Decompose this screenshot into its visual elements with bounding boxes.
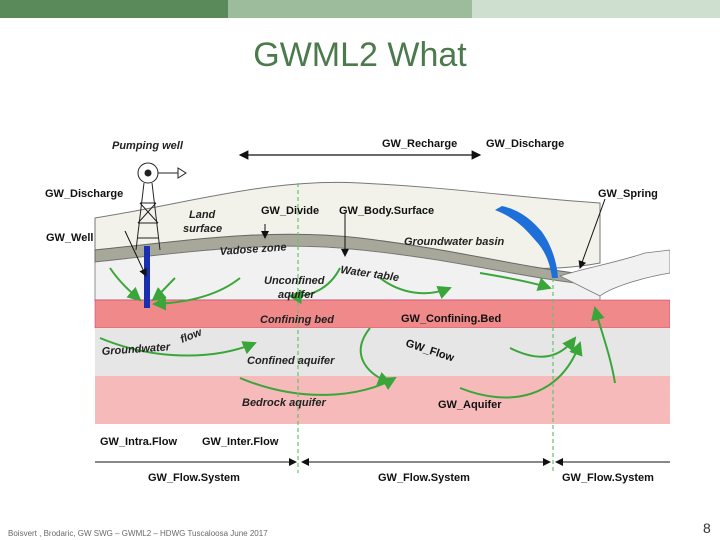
label-flow-system-1: GW_Flow.System <box>148 472 240 484</box>
pointer-lines <box>124 198 606 277</box>
label-gw-recharge: GW_Recharge <box>382 138 457 150</box>
confining-bed-layer <box>94 299 670 329</box>
label-groundwater-basin: Groundwater basin <box>404 236 505 248</box>
flow-arrows <box>99 267 616 399</box>
header-bar-light <box>472 0 720 18</box>
unconfined-aquifer-layer <box>94 245 601 301</box>
label-gw-aquifer: GW_Aquifer <box>438 399 502 411</box>
label-gw-confining-bed: GW_Confining.Bed <box>401 313 501 325</box>
label-gw-spring: GW_Spring <box>598 188 658 200</box>
stream <box>495 206 558 278</box>
label-confined-aquifer: Confined aquifer <box>247 355 335 367</box>
label-unconfined-aquifer: aquifer <box>278 289 315 301</box>
label-surface: surface <box>183 223 222 235</box>
spring-slope <box>558 249 670 297</box>
slide-footer: Boisvert , Brodaric, GW SWG – GWML2 – HD… <box>8 529 268 538</box>
label-gw-divide: GW_Divide <box>261 205 319 217</box>
slide-title: GWML2 What <box>253 36 467 74</box>
label-unconfined: Unconfined <box>264 275 325 287</box>
label-confining-bed: Confining bed <box>260 314 334 326</box>
windmill-icon <box>135 162 187 251</box>
label-gw-inter-flow: GW_Inter.Flow <box>202 436 279 448</box>
header-bar-mid <box>228 0 472 18</box>
page-number: 8 <box>703 520 711 536</box>
label-land: Land <box>189 209 216 221</box>
well-casing <box>144 246 150 308</box>
label-bedrock-aquifer: Bedrock aquifer <box>242 397 326 409</box>
groundwater-diagram: Pumping well GW_Recharge GW_Discharge GW… <box>45 138 670 484</box>
label-gw-body-surface: GW_Body.Surface <box>339 205 434 217</box>
label-gw-well: GW_Well <box>46 232 93 244</box>
label-gw-discharge-top: GW_Discharge <box>486 138 564 150</box>
label-pumping-well: Pumping well <box>112 140 184 152</box>
header-bar-dark <box>0 0 228 18</box>
label-flow-system-3: GW_Flow.System <box>562 472 654 484</box>
header-color-bar <box>0 0 720 18</box>
label-groundwater: Groundwater <box>101 341 171 358</box>
label-flow-system-2: GW_Flow.System <box>378 472 470 484</box>
label-vadose-zone: Vadose zone <box>219 241 287 258</box>
label-gw-discharge-left: GW_Discharge <box>45 188 123 200</box>
label-gw-intra-flow: GW_Intra.Flow <box>100 436 177 448</box>
